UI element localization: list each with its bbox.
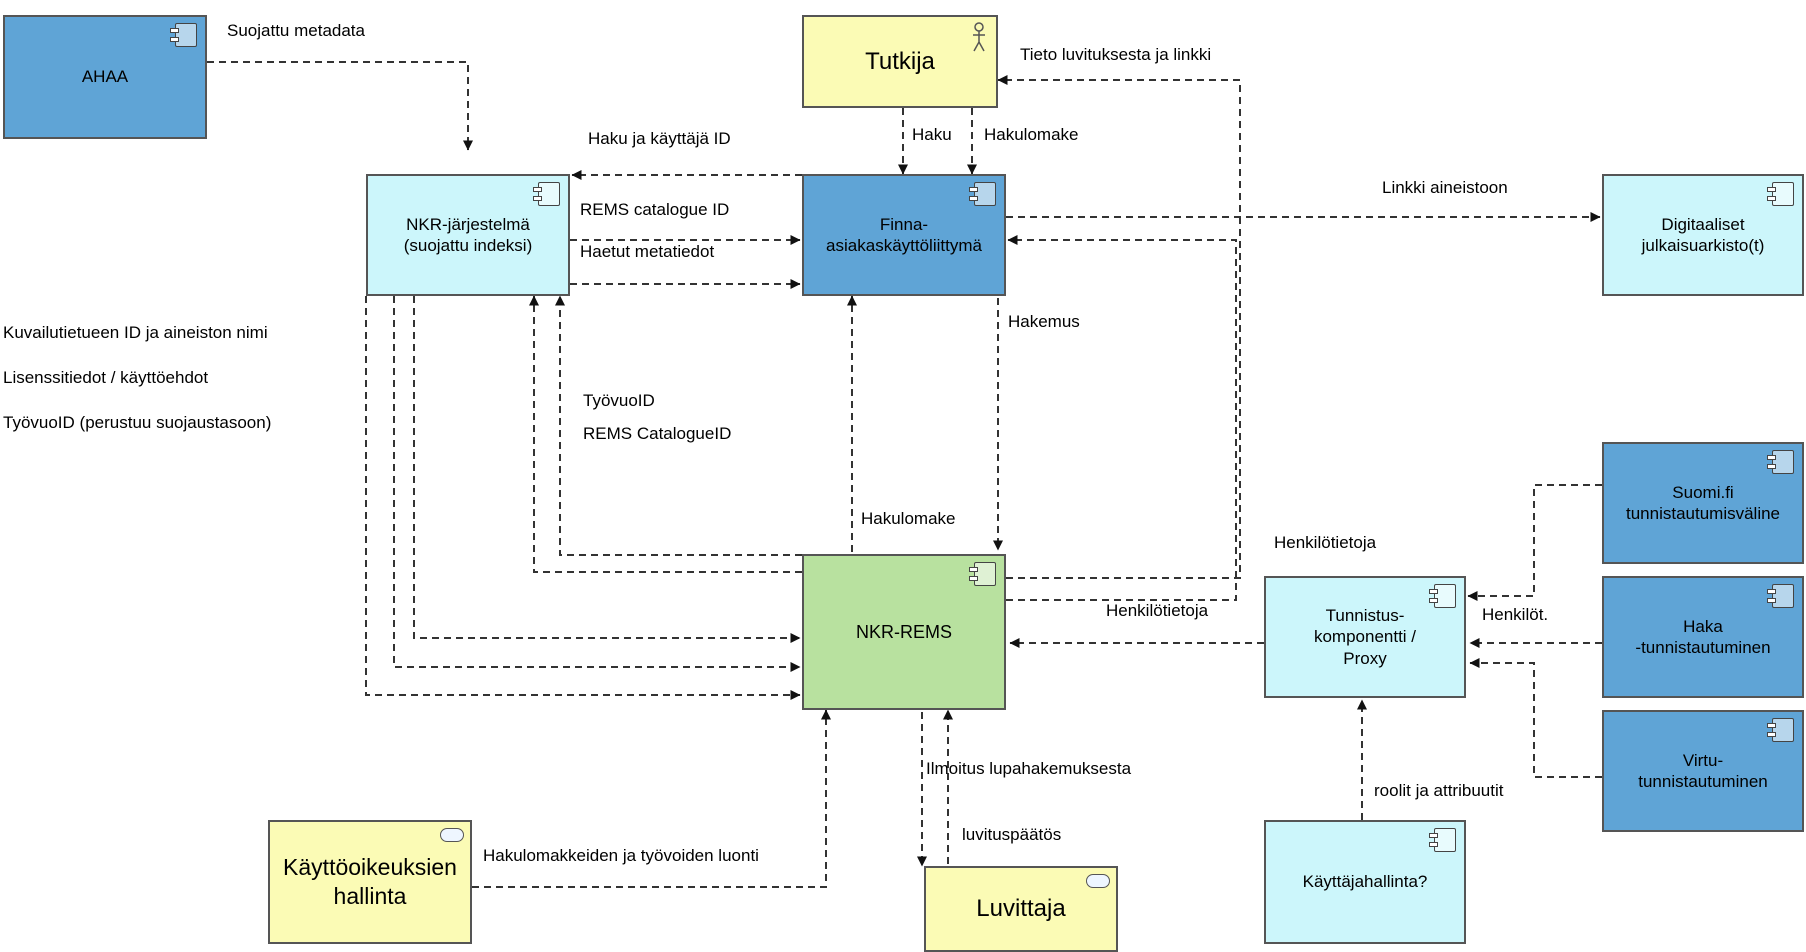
component-icon: [969, 562, 996, 586]
component-icon: [533, 182, 560, 206]
component-icon: [170, 23, 197, 47]
label-hakulomake-top: Hakulomake: [984, 125, 1079, 144]
node-haka[interactable]: Haka -tunnistautuminen: [1602, 576, 1804, 698]
node-luvittaja[interactable]: Luvittaja: [924, 866, 1118, 952]
label-ilmoitus: Ilmoitus lupahakemuksesta: [926, 759, 1132, 778]
label-henkilotietoja-top: Henkilötietoja: [1274, 533, 1377, 552]
edge-ahaa-nkr: [207, 61, 473, 151]
component-icon: [1429, 828, 1456, 852]
node-kayttooikeuksien-label: Käyttöoikeuksien hallinta: [283, 854, 457, 909]
label-kuvailutietueen: Kuvailutietueen ID ja aineiston nimi: [3, 323, 268, 342]
label-suojattu-metadata: Suojattu metadata: [227, 21, 365, 40]
node-suomi-fi-label: Suomi.fi tunnistautumisväline: [1625, 482, 1781, 523]
label-roolit: roolit ja attribuutit: [1374, 781, 1504, 800]
component-icon: [969, 182, 996, 206]
label-rems-catalogueid: REMS CatalogueID: [583, 424, 732, 443]
node-tunnistus-label: Tunnistus- komponentti / Proxy: [1313, 606, 1417, 668]
actor-icon: [973, 22, 985, 52]
label-hakulomakkeiden: Hakulomakkeiden ja työvoiden luonti: [483, 846, 759, 865]
node-tutkija-label: Tutkija: [865, 47, 935, 75]
label-tyovuoid-perustuu: TyövuoID (perustuu suojaustasoon): [3, 413, 272, 432]
node-nkr-rems[interactable]: NKR-REMS: [802, 554, 1006, 710]
label-henkilot: Henkilöt.: [1482, 605, 1549, 624]
node-suomi-fi[interactable]: Suomi.fi tunnistautumisväline: [1602, 442, 1804, 564]
label-haetut-metatiedot: Haetut metatiedot: [580, 242, 715, 261]
node-finna[interactable]: Finna- asiakaskäyttöliittymä: [802, 174, 1006, 296]
edge-rems-nkr-1: [529, 295, 802, 573]
edge-suomi-tunnistus: [1467, 484, 1602, 601]
edge-nkr-rems-1: [413, 296, 801, 643]
component-icon: [1767, 718, 1794, 742]
label-tieto-luvituksesta: Tieto luvituksesta ja linkki: [1020, 45, 1212, 64]
node-digitaaliset[interactable]: Digitaaliset julkaisuarkisto(t): [1602, 174, 1804, 296]
node-nkr-rems-label: NKR-REMS: [855, 621, 952, 642]
label-lisenssitiedot: Lisenssitiedot / käyttöehdot: [3, 368, 209, 387]
node-ahaa[interactable]: AHAA: [3, 15, 207, 139]
label-tyovuoid: TyövuoID: [583, 391, 655, 410]
node-kayttooikeuksien[interactable]: Käyttöoikeuksien hallinta: [268, 820, 472, 944]
node-ahaa-label: AHAA: [81, 67, 129, 87]
node-finna-label: Finna- asiakaskäyttöliittymä: [826, 214, 982, 255]
label-henkilotietoja-mid: Henkilötietoja: [1106, 601, 1209, 620]
node-haka-label: Haka -tunnistautuminen: [1635, 616, 1771, 657]
node-kayttajahallinta[interactable]: Käyttäjahallinta?: [1264, 820, 1466, 944]
role-icon: [440, 828, 464, 842]
component-icon: [1429, 584, 1456, 608]
edge-rems-nkr-2: [555, 295, 802, 556]
edge-rems-tutkija: [997, 75, 1241, 579]
edge-nkr-rems-3: [365, 296, 801, 700]
node-nkr-jarjestelma-label: NKR-järjestelmä (suojattu indeksi): [403, 214, 533, 255]
edge-kayttooikeuksien-rems: [472, 709, 831, 888]
node-digitaaliset-label: Digitaaliset julkaisuarkisto(t): [1641, 214, 1765, 255]
node-tunnistus[interactable]: Tunnistus- komponentti / Proxy: [1264, 576, 1466, 698]
label-hakemus: Hakemus: [1008, 312, 1080, 331]
node-nkr-jarjestelma[interactable]: NKR-järjestelmä (suojattu indeksi): [366, 174, 570, 296]
label-rems-catalogue-id: REMS catalogue ID: [580, 200, 730, 219]
edge-nkr-rems-2: [393, 296, 801, 672]
role-icon: [1086, 874, 1110, 888]
label-linkki-aineistoon: Linkki aineistoon: [1382, 178, 1508, 197]
node-tutkija[interactable]: Tutkija: [802, 15, 998, 108]
edge-rems-finna: [1006, 235, 1237, 601]
label-hakulomake-mid: Hakulomake: [861, 509, 956, 528]
label-haku-ja-kayttaja-id: Haku ja käyttäjä ID: [588, 129, 731, 148]
component-icon: [1767, 182, 1794, 206]
component-icon: [1767, 450, 1794, 474]
node-kayttajahallinta-label: Käyttäjahallinta?: [1302, 872, 1428, 892]
node-luvittaja-label: Luvittaja: [976, 895, 1066, 922]
node-virtu[interactable]: Virtu- tunnistautuminen: [1602, 710, 1804, 832]
label-haku: Haku: [912, 125, 952, 144]
node-virtu-label: Virtu- tunnistautuminen: [1638, 750, 1768, 791]
label-luvituspaatos: luvituspäätös: [962, 825, 1062, 844]
component-icon: [1767, 584, 1794, 608]
edge-virtu-tunnistus: [1469, 658, 1602, 778]
